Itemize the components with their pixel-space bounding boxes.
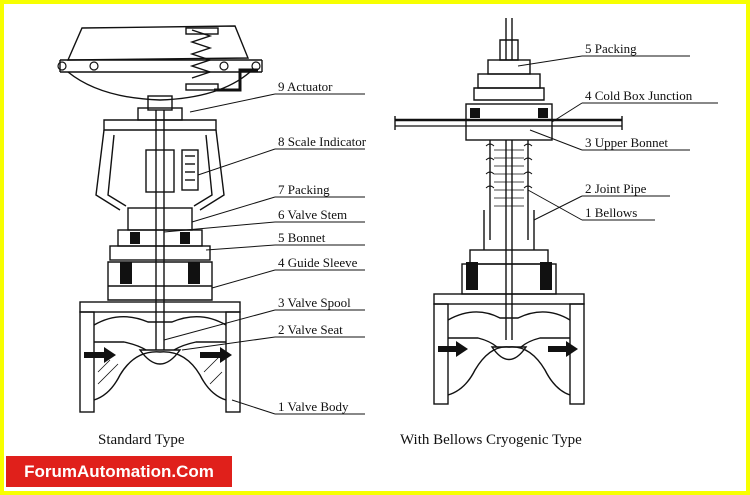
label-bonnet: 5 Bonnet <box>278 230 326 245</box>
label-joint-pipe: 2 Joint Pipe <box>585 181 647 196</box>
label-actuator: 9 Actuator <box>278 79 333 94</box>
diagram-frame <box>4 4 746 491</box>
label-cold-box-junction: 4 Cold Box Junction <box>585 88 693 103</box>
label-valve-body: 1 Valve Body <box>278 399 349 414</box>
cryogenic-valve-drawing <box>394 18 623 405</box>
standard-leader-lines <box>163 93 365 415</box>
standard-valve-drawing <box>57 25 263 413</box>
label-bellows: 1 Bellows <box>585 205 637 220</box>
label-upper-bonnet: 3 Upper Bonnet <box>585 135 668 150</box>
label-cryo-packing: 5 Packing <box>585 41 637 56</box>
cryogenic-leader-lines <box>517 55 718 221</box>
label-scale-indicator: 8 Scale Indicator <box>278 134 367 149</box>
label-valve-seat: 2 Valve Seat <box>278 322 343 337</box>
label-valve-spool: 3 Valve Spool <box>278 295 351 310</box>
brand-banner: ForumAutomation.Com <box>6 456 232 487</box>
caption-standard-type: Standard Type <box>98 432 185 448</box>
label-guide-sleeve: 4 Guide Sleeve <box>278 255 358 270</box>
caption-cryogenic-type: With Bellows Cryogenic Type <box>400 432 582 448</box>
label-packing: 7 Packing <box>278 182 330 197</box>
label-valve-stem: 6 Valve Stem <box>278 207 347 222</box>
